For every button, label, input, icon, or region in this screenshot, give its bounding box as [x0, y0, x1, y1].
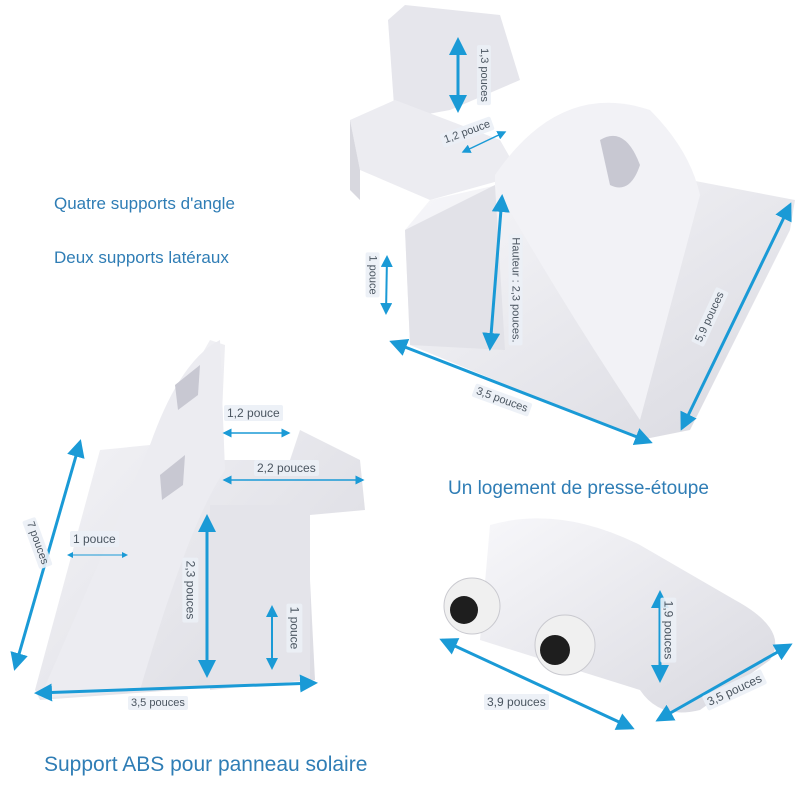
arrow-corner-step-height [380, 255, 393, 315]
side-bracket [35, 340, 365, 700]
dim-corner-wall-height: 1,3 pouces [476, 45, 491, 105]
arrow-corner-length [680, 202, 792, 431]
arrow-corner-width [389, 339, 653, 445]
dim-gland-height: 1,9 pouces [660, 597, 677, 663]
caption-gland-housing: Un logement de presse-étoupe [444, 478, 713, 500]
dim-side-flange-width: 1 pouce [70, 531, 119, 547]
product-title: Support ABS pour panneau solaire [40, 753, 372, 777]
arrow-gland-width [655, 643, 793, 722]
caption-side-brackets: Deux supports latéraux [50, 248, 233, 268]
arrow-corner-height [482, 194, 510, 351]
dim-side-height: 2,3 pouces [182, 557, 199, 623]
arrow-corner-channel-width [461, 131, 507, 153]
caption-corner-brackets: Quatre supports d'angle [50, 194, 239, 214]
corner-bracket [350, 5, 795, 440]
dim-corner-step-height: 1 pouce [365, 252, 380, 298]
dim-side-width: 3,5 pouces [128, 696, 188, 710]
cable-gland-box [443, 518, 776, 713]
dim-corner-height: Hauteur : 2,3 pouces. [508, 234, 523, 346]
arrow-gland-length [439, 638, 635, 730]
dim-side-slot-width: 1,2 pouce [224, 405, 283, 421]
dim-gland-length: 3,9 pouces [484, 694, 549, 710]
dim-side-tab-length: 2,2 pouces [254, 460, 319, 476]
dim-side-step-height: 1 pouce [286, 603, 303, 653]
arrow-side-width [34, 674, 318, 702]
